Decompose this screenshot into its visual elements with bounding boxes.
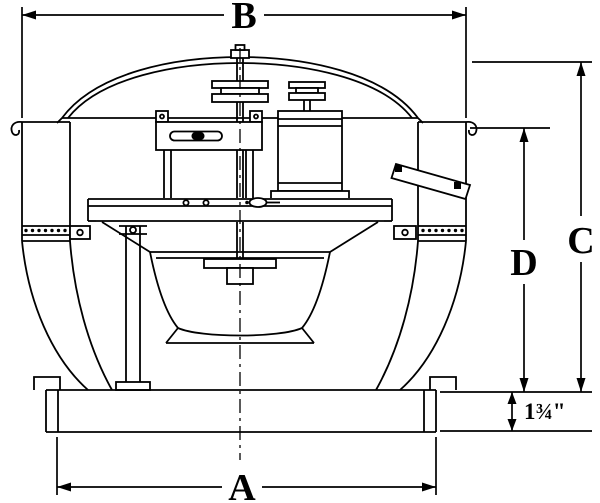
- rivet-row-left: [24, 228, 67, 233]
- dimension-base-height: 1¾": [440, 392, 592, 432]
- dimension-label-c: C: [567, 220, 594, 262]
- roof-ventilator-drawing: [10, 44, 478, 460]
- dimension-c: C: [440, 61, 595, 393]
- dimension-label-b: B: [231, 0, 256, 37]
- flap-bolt: [454, 182, 461, 189]
- motor-base-flange: [270, 190, 350, 200]
- deck-bracket-left: [69, 225, 91, 240]
- deck-bolt: [202, 199, 210, 207]
- column-foot: [115, 381, 151, 391]
- deck-bolt: [182, 199, 190, 207]
- arrowhead: [57, 482, 71, 492]
- dimension-d: D: [470, 127, 550, 392]
- dimension-label-d: D: [510, 242, 537, 284]
- arrowhead: [507, 419, 517, 431]
- curb-flange-left: [33, 376, 61, 390]
- arrowhead: [452, 10, 466, 20]
- curb-flange-right: [429, 376, 457, 390]
- dimension-label-base-height: 1¾": [524, 399, 566, 424]
- arrowhead: [22, 10, 36, 20]
- dimension-b: B: [21, 0, 467, 118]
- arrowhead: [507, 392, 517, 404]
- deck-bracket-right: [393, 225, 417, 240]
- windband-curl: [10, 120, 23, 136]
- arrowhead: [422, 482, 436, 492]
- column-bolt: [129, 226, 137, 234]
- deck-latch-handle: [245, 197, 280, 208]
- motor-sheave: [288, 81, 326, 111]
- windband-curl: [465, 120, 478, 136]
- arrowhead: [576, 62, 586, 76]
- rivet-row-right: [421, 228, 464, 233]
- dimension-label-a: A: [228, 467, 256, 503]
- shutter-flap: [390, 162, 472, 201]
- arrowhead: [519, 378, 529, 392]
- support-column: [115, 225, 151, 391]
- flap-bolt: [395, 165, 402, 172]
- skirt-left: [21, 240, 113, 391]
- windband-left: [10, 120, 71, 242]
- skirt-right: [375, 240, 467, 391]
- motor-mount-bracket: [155, 110, 263, 198]
- windband-right: [417, 120, 478, 242]
- slot-bolt: [191, 131, 205, 141]
- motor: [270, 110, 350, 200]
- dimension-a: A: [56, 437, 437, 503]
- base-curb: [33, 376, 457, 433]
- arrowhead: [519, 128, 529, 142]
- arrowhead: [576, 378, 586, 392]
